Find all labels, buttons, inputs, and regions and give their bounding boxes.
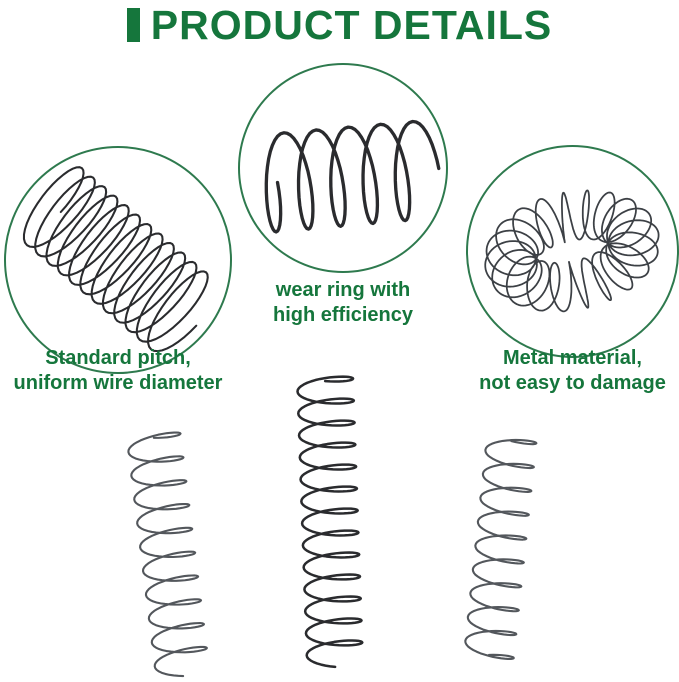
caption-line: wear ring with bbox=[275, 279, 411, 301]
caption-line: Standard pitch, bbox=[45, 347, 191, 369]
ring-spring-image bbox=[484, 189, 660, 313]
caption-line: not easy to damage bbox=[479, 372, 666, 394]
angled-spring-image bbox=[22, 166, 209, 353]
caption-metal-material: Metal material, not easy to damage bbox=[466, 346, 679, 396]
feature-photo-wear-ring bbox=[238, 63, 448, 273]
feature-photo-metal-material bbox=[466, 145, 679, 358]
caption-wear-ring: wear ring with high efficiency bbox=[238, 278, 448, 328]
page-header: PRODUCT DETAILS bbox=[0, 0, 679, 50]
page-title: PRODUCT DETAILS bbox=[150, 1, 553, 48]
caption-line: Metal material, bbox=[503, 347, 642, 369]
side-spring-image bbox=[264, 119, 441, 234]
feature-photo-standard-pitch bbox=[4, 146, 232, 374]
title-accent-bar bbox=[126, 8, 140, 42]
caption-line: high efficiency bbox=[272, 304, 414, 326]
caption-line: uniform wire diameter bbox=[13, 372, 223, 394]
caption-standard-pitch: Standard pitch, uniform wire diameter bbox=[0, 346, 236, 396]
